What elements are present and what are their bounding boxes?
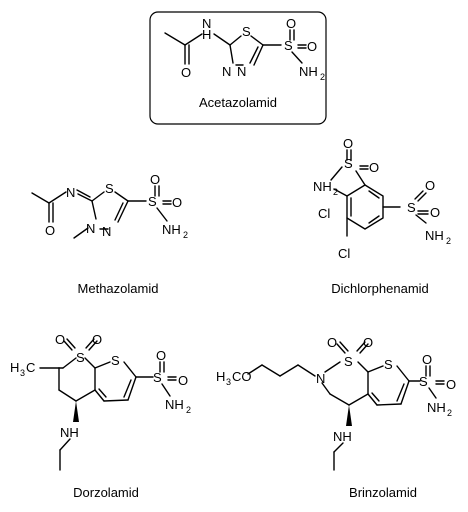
atom-NH: NH xyxy=(333,429,352,444)
subscript-2: 2 xyxy=(446,236,451,246)
atom-O: O xyxy=(286,16,296,31)
atom-S: S xyxy=(384,357,393,372)
atom-S: S xyxy=(148,194,157,209)
atom-N: N xyxy=(202,16,211,31)
atom-O: O xyxy=(150,172,160,187)
atom-O: O xyxy=(92,332,102,347)
atom-O: O xyxy=(307,39,317,54)
subscript-2: 2 xyxy=(333,187,338,197)
atom-O: O xyxy=(363,335,373,350)
atom-CO: CO xyxy=(232,369,252,384)
atom-N: N xyxy=(316,371,325,386)
compound-name: Acetazolamid xyxy=(199,95,277,110)
atom-NH2: NH xyxy=(299,64,318,79)
atom-O: O xyxy=(156,348,166,363)
subscript-2: 2 xyxy=(183,230,188,240)
atom-O: O xyxy=(425,178,435,193)
atom-O: O xyxy=(422,352,432,367)
stereo-wedge xyxy=(73,401,79,422)
atom-H3C: H xyxy=(10,360,19,375)
atom-S: S xyxy=(76,350,85,365)
atom-C: C xyxy=(26,360,35,375)
atom-S: S xyxy=(242,24,251,39)
atom-S: S xyxy=(111,353,120,368)
atom-N: N xyxy=(237,64,246,79)
atom-N: N xyxy=(86,221,95,236)
atom-NH: NH xyxy=(60,425,79,440)
subscript-3: 3 xyxy=(226,377,231,387)
atom-NH2: NH xyxy=(162,222,181,237)
subscript-3: 3 xyxy=(20,368,25,378)
atom-O: O xyxy=(369,160,379,175)
stereo-wedge xyxy=(346,405,352,426)
acetazolamid-frame xyxy=(149,11,327,125)
atom-O: O xyxy=(430,205,440,220)
atom-S: S xyxy=(284,38,293,53)
atom-O: O xyxy=(45,223,55,238)
atom-S: S xyxy=(419,374,428,389)
atom-O: O xyxy=(446,377,456,392)
subscript-2: 2 xyxy=(320,72,325,82)
atom-N: N xyxy=(66,185,75,200)
compound-name: Brinzolamid xyxy=(349,485,417,500)
atom-O: O xyxy=(55,332,65,347)
atom-O: O xyxy=(178,373,188,388)
atom-NH2: NH xyxy=(425,228,444,243)
brinzolamid-structure: H 3 CO N S O O S S O O NH 2 NH Brinzolam… xyxy=(216,335,456,500)
subscript-2: 2 xyxy=(447,408,452,418)
atom-N: N xyxy=(222,64,231,79)
dorzolamid-structure: S O O H 3 C S S O O NH 2 NH Dorzolamid xyxy=(10,332,191,500)
atom-O: O xyxy=(181,65,191,80)
compound-name: Methazolamid xyxy=(78,281,159,296)
atom-NH2: NH xyxy=(313,179,332,194)
atom-Cl: Cl xyxy=(318,206,330,221)
atom-O: O xyxy=(327,335,337,350)
atom-NH2: NH xyxy=(165,397,184,412)
atom-S: S xyxy=(105,181,114,196)
atom-Cl: Cl xyxy=(338,246,350,261)
subscript-2: 2 xyxy=(186,405,191,415)
atom-N: N xyxy=(102,224,111,239)
compound-name: Dichlorphenamid xyxy=(331,281,429,296)
acetazolamid-structure: N H O S N N S O O NH 2 Acetazolamid xyxy=(149,11,327,125)
compound-name: Dorzolamid xyxy=(73,485,139,500)
atom-O: O xyxy=(343,136,353,151)
atom-O: O xyxy=(172,195,182,210)
methazolamid-structure: N O S N N S O O NH 2 Methazolamid xyxy=(31,172,188,296)
atom-S: S xyxy=(344,354,353,369)
atom-H3CO: H xyxy=(216,369,225,384)
atom-S: S xyxy=(153,370,162,385)
atom-S: S xyxy=(344,156,353,171)
atom-H: H xyxy=(202,27,211,42)
dichlorphenamid-structure: S O O NH 2 S O O NH 2 Cl Cl Dichlorphena… xyxy=(313,136,451,296)
atom-S: S xyxy=(407,200,416,215)
atom-NH2: NH xyxy=(427,400,446,415)
